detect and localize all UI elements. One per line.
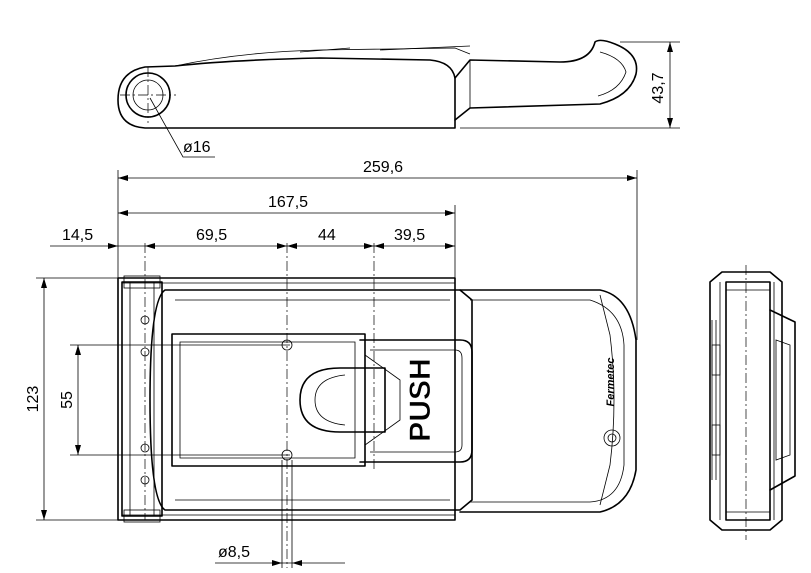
hole-spacing-2-label: 44 bbox=[318, 227, 336, 244]
offset-right-label: 39,5 bbox=[394, 227, 425, 244]
hole-diameter-label: ø8,5 bbox=[218, 544, 250, 561]
vertical-dimensions: 123 55 bbox=[25, 277, 290, 521]
pivot-diameter-label: ø16 bbox=[183, 139, 211, 156]
hole-vertical-spacing-label: 55 bbox=[59, 391, 76, 409]
push-button bbox=[359, 339, 473, 463]
side-view: ø16 43,7 bbox=[117, 39, 680, 158]
brand-logo-icon bbox=[603, 429, 621, 447]
hinge-strip bbox=[121, 281, 163, 517]
handle-outline bbox=[459, 289, 637, 513]
front-view: PUSH Fermetec bbox=[117, 243, 637, 568]
hole-spacing-1-label: 69,5 bbox=[196, 227, 227, 244]
overall-height-label: 123 bbox=[25, 386, 42, 413]
brand-label: Fermetec bbox=[605, 358, 617, 407]
side-height-label: 43,7 bbox=[650, 72, 667, 103]
push-label: PUSH bbox=[404, 358, 437, 441]
overall-length-label: 259,6 bbox=[363, 159, 403, 176]
body-length-label: 167,5 bbox=[268, 194, 308, 211]
end-view bbox=[709, 265, 796, 540]
horizontal-dimensions: 259,6 167,5 14,5 69,5 44 39,5 ø8,5 bbox=[50, 159, 638, 568]
offset-left-label: 14,5 bbox=[62, 227, 93, 244]
